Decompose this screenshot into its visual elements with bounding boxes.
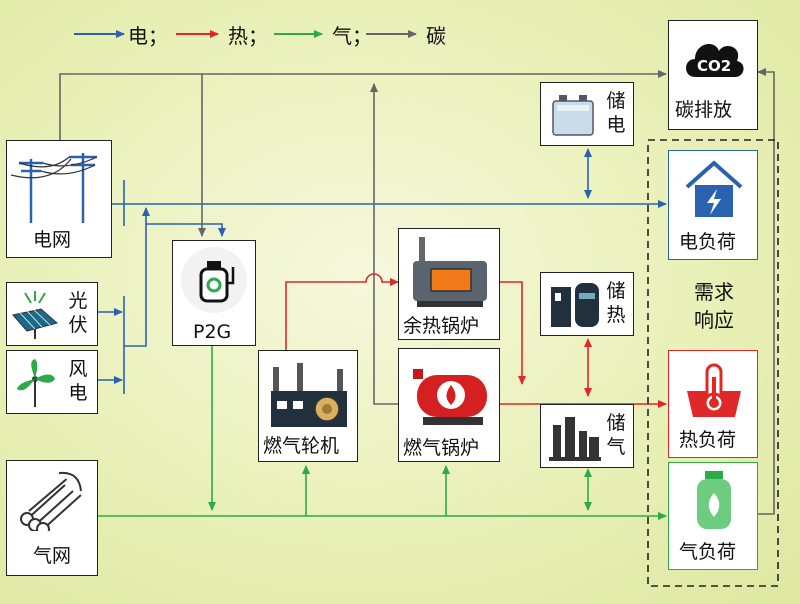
co2-text: CO2: [697, 57, 732, 75]
thermometer-icon: [687, 363, 741, 417]
pv-node: 光伏: [6, 282, 98, 346]
p2g-node: P2G: [172, 240, 256, 346]
waste-heat-boiler-node: 余热锅炉: [398, 228, 500, 340]
elec-storage-label: 储电: [606, 90, 626, 136]
pipeline-icon: [20, 471, 82, 531]
heat-load-node: 热负荷: [668, 350, 758, 458]
gas-network-node: 气网: [6, 460, 98, 576]
gas-cylinder-icon: [697, 471, 731, 529]
gas-load-node: 气负荷: [668, 462, 758, 570]
gas-turbine-node: 燃气轮机: [258, 350, 358, 462]
legend-electric: 电；: [128, 24, 168, 48]
gas-storage-icon: [549, 417, 601, 461]
gas-storage-node: 储气: [540, 404, 634, 468]
gas-network-label: 气网: [33, 545, 72, 567]
carbon-emission-node: CO2 碳排放: [668, 20, 758, 130]
grid-node: 电网: [6, 140, 112, 258]
p2g-icon: [181, 247, 247, 313]
heat-storage-label: 储热: [606, 280, 626, 326]
boiler-icon: [413, 237, 487, 307]
gas-boiler-node: 燃气锅炉: [398, 348, 500, 462]
gas-boiler-label: 燃气锅炉: [403, 437, 480, 459]
solar-panel-icon: [12, 291, 59, 339]
heat-storage-icon: [551, 283, 599, 327]
gas-load-label: 气负荷: [679, 541, 737, 563]
elec-storage-node: 储电: [540, 82, 634, 146]
waste-heat-boiler-label: 余热锅炉: [403, 315, 480, 337]
factory-icon: [271, 363, 347, 427]
gas-flows: [98, 346, 667, 520]
battery-icon: [552, 95, 594, 136]
elec-load-label: 电负荷: [679, 231, 737, 253]
home-power-icon: [685, 160, 743, 217]
electric-flows: [98, 148, 667, 394]
pv-label: 光伏: [68, 290, 88, 336]
wind-turbine-icon: [17, 359, 55, 407]
heat-storage-node: 储热: [540, 272, 634, 336]
wind-node: 风电: [6, 350, 98, 414]
carbon-flows: [59, 68, 775, 515]
heat-load-label: 热负荷: [679, 429, 737, 451]
gas-storage-label: 储气: [606, 412, 626, 458]
demand-response-label: 需求响应: [694, 280, 734, 332]
wind-label: 风电: [68, 358, 88, 404]
legend-heat: 热；: [228, 24, 268, 48]
elec-load-node: 电负荷: [668, 150, 758, 260]
gas-boiler-icon: [413, 369, 487, 425]
carbon-emission-label: 碳排放: [675, 99, 733, 121]
legend-carbon: 碳: [426, 24, 446, 48]
power-tower-icon: [11, 153, 98, 223]
co2-cloud-icon: [686, 44, 744, 77]
p2g-label: P2G: [193, 321, 232, 343]
legend-gas: 气；: [332, 24, 372, 48]
grid-label: 电网: [33, 229, 72, 251]
gas-turbine-label: 燃气轮机: [263, 435, 340, 457]
demand-response-frame: [647, 139, 779, 587]
